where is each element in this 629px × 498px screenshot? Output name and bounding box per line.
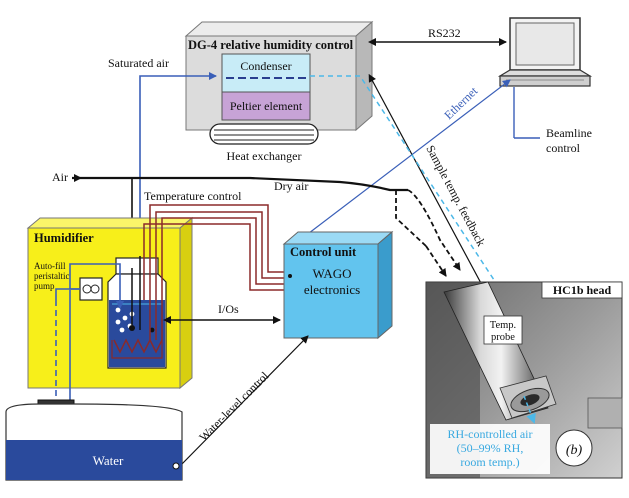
condenser-label: Condenser [240,59,291,73]
heat-exchanger-icon [209,123,319,145]
humidifier-unit: Humidifier Auto-fill peristaltic pump [26,216,194,390]
air-label: Air [52,170,68,184]
humidifier-label: Humidifier [34,231,94,245]
rh-air-label-2: (50–99% RH, [457,441,524,455]
beamline-label-2: control [546,141,581,155]
saturated-air-label: Saturated air [108,56,169,70]
dg4-unit: DG-4 relative humidity control Condenser… [184,20,374,163]
rs232-label: RS232 [428,26,461,40]
temperature-control-label: Temperature control [144,189,242,203]
ethernet-label: Ethernet [441,83,480,122]
hc1b-head-label: HC1b head [553,283,612,297]
water-label: Water [93,453,124,468]
heat-exchanger-label: Heat exchanger [227,149,302,163]
dg4-title: DG-4 relative humidity control [188,38,354,52]
sample-temp-feedback-label: Sample temp. feedback [423,143,488,249]
rh-air-label-1: RH-controlled air [448,427,533,441]
saturated-air-line [139,72,217,260]
computer-icon [497,17,593,87]
temp-probe-label-2: probe [491,332,515,343]
wago-label-2: electronics [304,282,360,297]
control-unit: Control unit WAGO electronics [282,230,394,340]
wago-label-1: WAGO [313,266,352,281]
autofill-label-3: pump [34,281,55,291]
autofill-label-2: peristaltic [34,271,70,281]
sample-temp-feedback-link [368,73,491,301]
peltier-label: Peltier element [230,99,303,113]
peristaltic-pump-icon [79,277,103,301]
autofill-label-1: Auto-fill [34,261,66,271]
ethernet-link [291,79,511,247]
ios-label: I/Os [218,302,239,316]
humidifier-bottle [107,257,167,369]
temp-probe-label-1: Temp. [490,320,516,331]
rh-air-label-3: room temp.) [460,455,519,469]
water-level-control-label: Water-level control [196,368,272,444]
hc1b-head-photo: HC1b head Temp. probe RH-controlled air … [425,281,623,479]
beamline-label-1: Beamline [546,126,592,140]
air-supply-line [72,176,408,192]
dry-air-label: Dry air [274,179,308,193]
water-level-control-link [179,335,309,467]
temperature-control-wires [143,204,290,340]
water-tank: Water [5,399,183,481]
peltier-box [221,91,311,121]
panel-letter: (b) [566,443,583,458]
control-unit-label: Control unit [290,245,357,259]
